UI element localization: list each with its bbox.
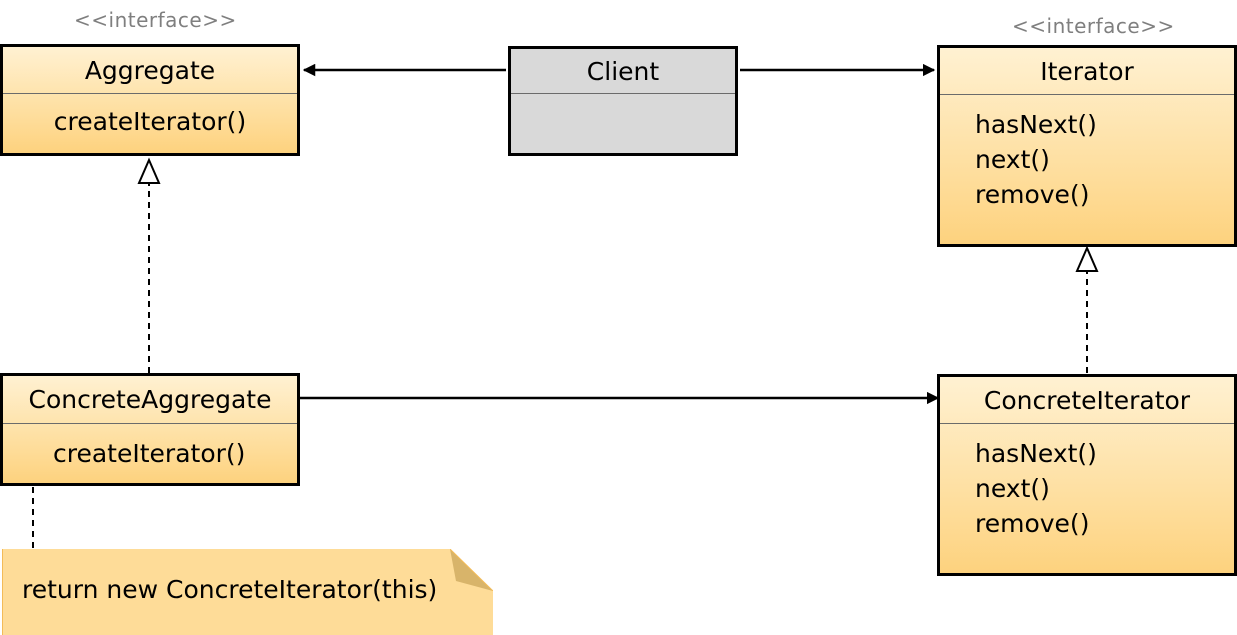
concreteiterator-method-next: next() xyxy=(975,474,1050,503)
concreteiterator-methods: hasNext() next() remove() xyxy=(940,424,1234,541)
note-text: return new ConcreteIterator(this) xyxy=(22,575,438,604)
iterator-method-remove: remove() xyxy=(975,180,1090,209)
concreteiterator-method-hasnext: hasNext() xyxy=(975,439,1097,468)
note-box[interactable] xyxy=(2,549,493,635)
concreteaggregate-class-name: ConcreteAggregate xyxy=(3,376,297,424)
iterator-method-next: next() xyxy=(975,145,1050,174)
aggregate-method-createiterator: createIterator() xyxy=(53,107,247,136)
concreteaggregate-methods: createIterator() xyxy=(3,424,297,471)
client-class-name: Client xyxy=(511,49,735,94)
aggregate-stereotype: <<interface>> xyxy=(74,8,237,32)
client-class[interactable]: Client xyxy=(508,46,738,156)
concreteaggregate-class[interactable]: ConcreteAggregate createIterator() xyxy=(0,373,300,486)
aggregate-methods: createIterator() xyxy=(3,94,297,139)
iterator-class-name: Iterator xyxy=(940,48,1234,95)
concreteiterator-class[interactable]: ConcreteIterator hasNext() next() remove… xyxy=(937,374,1237,576)
note-fold-corner xyxy=(450,549,493,591)
iterator-stereotype: <<interface>> xyxy=(1012,14,1175,38)
aggregate-class[interactable]: Aggregate createIterator() xyxy=(0,44,300,156)
concreteiterator-method-remove: remove() xyxy=(975,509,1090,538)
iterator-method-hasnext: hasNext() xyxy=(975,110,1097,139)
iterator-methods: hasNext() next() remove() xyxy=(940,95,1234,212)
concreteaggregate-method-createiterator: createIterator() xyxy=(53,439,246,468)
aggregate-realization-triangle xyxy=(137,157,161,184)
aggregate-class-name: Aggregate xyxy=(3,47,297,94)
iterator-class[interactable]: Iterator hasNext() next() remove() xyxy=(937,45,1237,247)
iterator-realization-triangle xyxy=(1075,245,1099,272)
concreteiterator-class-name: ConcreteIterator xyxy=(940,377,1234,424)
